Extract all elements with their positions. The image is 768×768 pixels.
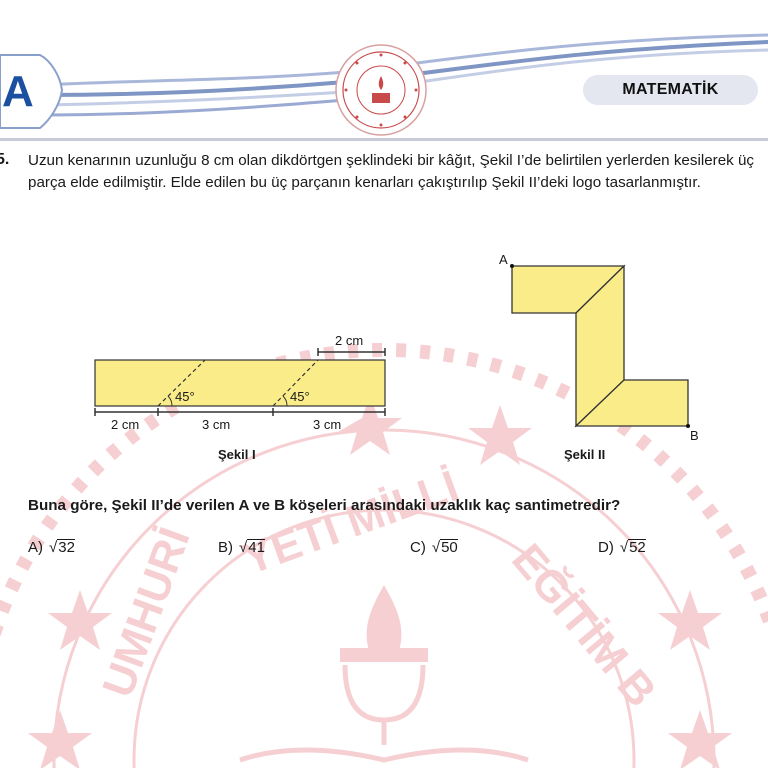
paper-rectangle [94, 359, 386, 407]
option-a[interactable]: A) √32 [28, 539, 75, 556]
question-prompt: Buna göre, Şekil II’de verilen A ve B kö… [28, 497, 621, 514]
watermark-text-top: YETİ MİLLİ [237, 461, 465, 584]
figure-1-caption: Şekil I [218, 447, 256, 462]
dimension-bottom-3: 3 cm [313, 417, 342, 432]
dimension-top: 2 cm [335, 333, 364, 348]
option-d-label: D) [598, 539, 614, 556]
angle-label-2: 45° [290, 389, 310, 404]
sqrt-icon: √32 [49, 539, 75, 556]
dimension-bottom-2: 3 cm [202, 417, 231, 432]
option-d[interactable]: D) √52 [598, 539, 646, 556]
sqrt-icon: √52 [619, 539, 646, 556]
watermark-text-right: EĞİTİM B [502, 534, 666, 716]
question-text: Uzun kenarının uzunluğu 8 cm olan dikdör… [28, 152, 755, 191]
option-b[interactable]: B) √41 [218, 539, 265, 556]
header-divider [0, 138, 768, 141]
figure-1 [94, 348, 386, 416]
ministry-seal-icon [335, 44, 427, 136]
sqrt-icon: √41 [239, 539, 265, 556]
cut-line-2 [272, 359, 319, 407]
option-b-label: B) [218, 539, 233, 556]
figure-2 [510, 264, 690, 428]
sqrt-icon: √50 [431, 539, 458, 556]
header-decoration [0, 33, 768, 136]
option-c[interactable]: C) √50 [410, 539, 458, 556]
figure-2-caption: Şekil II [564, 447, 606, 462]
cut-line-1 [157, 359, 206, 407]
angle-label-1: 45° [175, 389, 195, 404]
booklet-badge-diamond [0, 54, 64, 129]
subject-label: MATEMATİK [622, 81, 719, 98]
booklet-letter: A [2, 67, 34, 116]
question-number: 5. [0, 151, 10, 168]
option-a-label: A) [28, 539, 43, 556]
vertex-a-label: A [499, 252, 508, 267]
option-c-label: C) [410, 539, 426, 556]
vertex-b-label: B [690, 428, 699, 443]
dimension-bottom-1: 2 cm [111, 417, 140, 432]
subject-badge: MATEMATİK [583, 75, 758, 105]
